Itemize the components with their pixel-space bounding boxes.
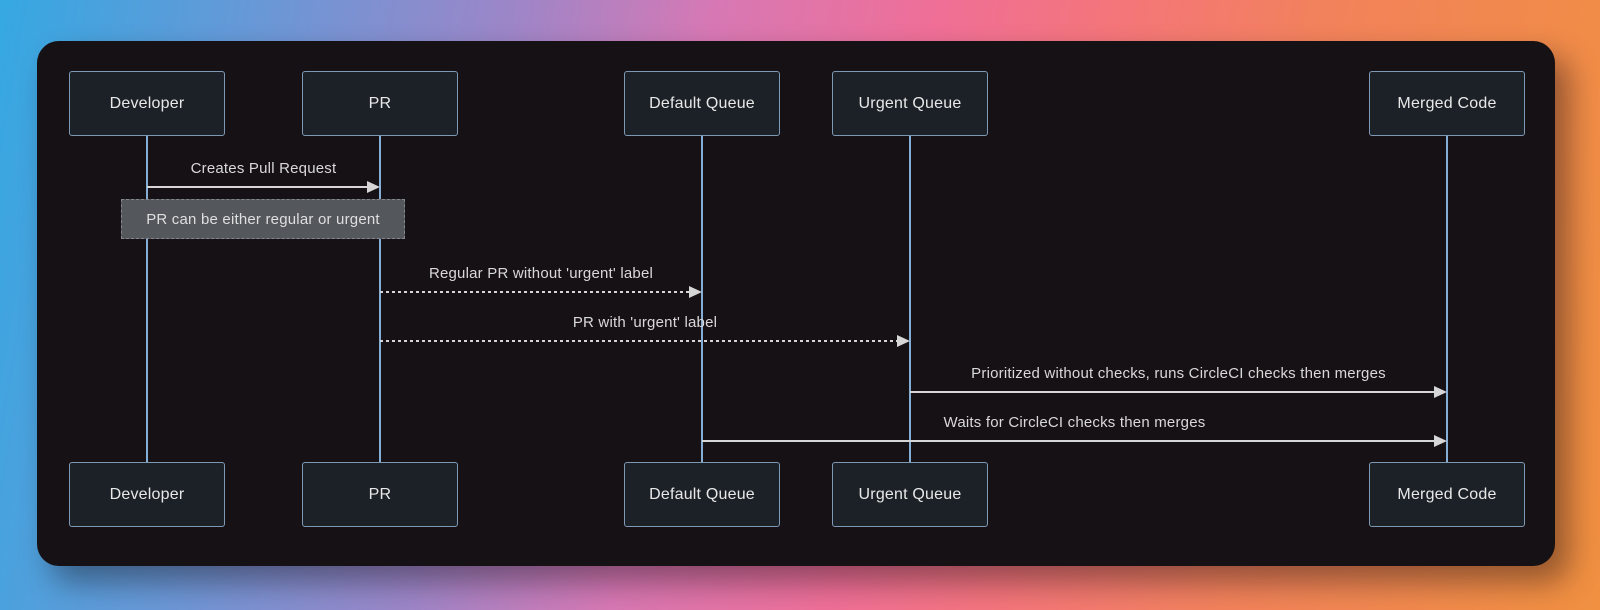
actor-label: Urgent Queue (858, 485, 962, 503)
actor-box-top-pr: PR (302, 71, 458, 136)
actor-label: Default Queue (649, 94, 755, 112)
arrowhead-icon (1434, 435, 1447, 447)
actor-label: Merged Code (1397, 94, 1497, 112)
actor-label: Urgent Queue (858, 94, 962, 112)
message-line-1 (380, 291, 690, 293)
actor-label: Developer (109, 485, 185, 503)
actor-label: PR (368, 94, 392, 112)
lifeline-merged-code (1446, 136, 1448, 462)
lifeline-developer (146, 136, 148, 462)
actor-label: PR (368, 485, 392, 503)
actor-box-top-developer: Developer (69, 71, 225, 136)
message-label-3: Prioritized without checks, runs CircleC… (971, 365, 1386, 382)
actor-label: Default Queue (649, 485, 755, 503)
actor-box-top-urgent-queue: Urgent Queue (832, 71, 988, 136)
lifeline-urgent-queue (909, 136, 911, 462)
message-label-2: PR with 'urgent' label (572, 314, 718, 331)
lifeline-pr (379, 136, 381, 462)
actor-box-bottom-urgent-queue: Urgent Queue (832, 462, 988, 527)
note-text: PR can be either regular or urgent (146, 210, 380, 228)
message-label-0: Creates Pull Request (190, 160, 337, 177)
message-line-2 (380, 340, 898, 342)
message-line-4 (702, 440, 1435, 442)
message-label-4: Waits for CircleCI checks then merges (943, 414, 1206, 431)
actor-box-bottom-pr: PR (302, 462, 458, 527)
arrowhead-icon (367, 181, 380, 193)
actor-box-bottom-developer: Developer (69, 462, 225, 527)
lifeline-default-queue (701, 136, 703, 462)
note-box: PR can be either regular or urgent (121, 199, 405, 239)
actor-box-bottom-merged-code: Merged Code (1369, 462, 1525, 527)
actor-box-bottom-default-queue: Default Queue (624, 462, 780, 527)
message-line-0 (147, 186, 368, 188)
message-line-3 (910, 391, 1435, 393)
message-label-1: Regular PR without 'urgent' label (428, 265, 654, 282)
actor-box-top-merged-code: Merged Code (1369, 71, 1525, 136)
arrowhead-icon (689, 286, 702, 298)
arrowhead-icon (1434, 386, 1447, 398)
actor-box-top-default-queue: Default Queue (624, 71, 780, 136)
arrowhead-icon (897, 335, 910, 347)
actor-label: Merged Code (1397, 485, 1497, 503)
actor-label: Developer (109, 94, 185, 112)
